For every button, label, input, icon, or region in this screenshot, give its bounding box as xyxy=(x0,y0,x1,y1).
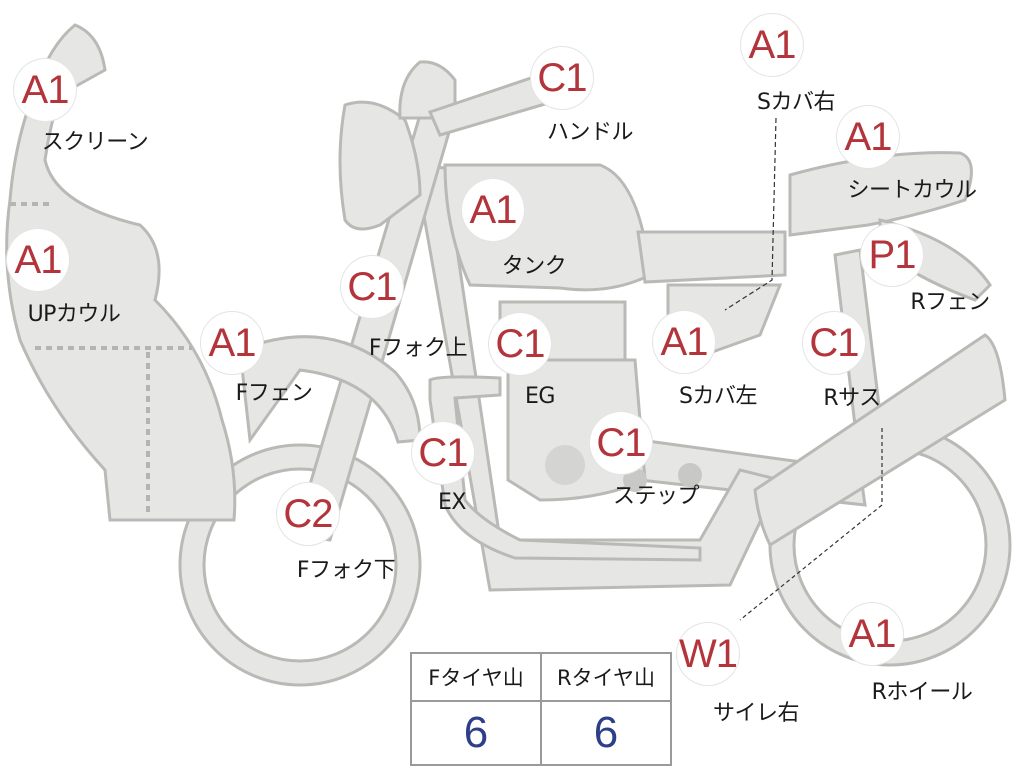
part-label: シートカウル xyxy=(847,178,977,203)
grade-badge: C1 xyxy=(590,412,652,474)
cowl-shape xyxy=(5,23,237,522)
part-label: Rサス xyxy=(823,386,881,411)
grade-badge: A1 xyxy=(14,59,76,121)
part-label: Fフェン xyxy=(235,381,313,406)
engine-cover xyxy=(545,445,585,485)
step-peg-left xyxy=(623,468,647,492)
silencer-shape xyxy=(753,333,1007,548)
step-peg-right xyxy=(678,463,702,487)
part-label: ステップ xyxy=(612,484,700,509)
leader-side-cover-r xyxy=(724,117,777,311)
front-wheel-inner-edge xyxy=(202,467,398,663)
headlight-shape xyxy=(338,100,422,231)
grade-badge: P1 xyxy=(861,224,923,286)
part-label: Sカバ右 xyxy=(757,90,835,115)
rear-tire-value: 6 xyxy=(540,700,672,766)
grade-badge: A1 xyxy=(837,106,899,168)
grade-badge: A1 xyxy=(201,312,263,374)
grade-badge: A1 xyxy=(7,229,69,291)
part-label: UPカウル xyxy=(27,302,121,327)
part-label: Fフォク上 xyxy=(368,336,468,361)
front-wheel-edge xyxy=(178,443,422,687)
grade-badge: C2 xyxy=(277,483,339,545)
grade-badge: C1 xyxy=(489,313,551,375)
grade-badge: A1 xyxy=(741,14,803,76)
part-label: Sカバ左 xyxy=(679,384,757,409)
grade-badge: C1 xyxy=(341,256,403,318)
grade-badge: C1 xyxy=(412,422,474,484)
part-label: Rホイール xyxy=(871,680,973,705)
part-label: Fフォク下 xyxy=(296,558,396,583)
rear-tire-label: Rタイヤ山 xyxy=(540,652,672,702)
grade-badge: C1 xyxy=(803,312,865,374)
front-wheel xyxy=(180,445,420,685)
grade-badge: A1 xyxy=(462,179,524,241)
frame-shape xyxy=(413,163,783,592)
part-label: Rフェン xyxy=(910,290,990,315)
grade-badge: A1 xyxy=(841,603,903,665)
grade-badge: W1 xyxy=(677,623,739,685)
part-label: ハンドル xyxy=(546,120,634,145)
cowl-dotted-line xyxy=(35,346,192,515)
part-label: EX xyxy=(438,490,466,515)
tire-tread-table: Fタイヤ山 Rタイヤ山 6 6 xyxy=(410,652,672,766)
front-tire-label: Fタイヤ山 xyxy=(410,652,542,702)
exhaust-pipe-shape xyxy=(428,375,702,562)
front-fender-shape xyxy=(238,335,422,445)
meter-shape xyxy=(398,60,457,120)
front-tire-value: 6 xyxy=(410,700,542,766)
grade-badge: C1 xyxy=(531,47,593,109)
part-label: スクリーン xyxy=(41,130,149,155)
grade-badge: A1 xyxy=(653,311,715,373)
seat-shape xyxy=(636,230,787,284)
part-label: EG xyxy=(525,384,555,409)
leader-silencer-r xyxy=(739,428,883,621)
part-label: サイレ右 xyxy=(712,701,800,726)
part-label: タンク xyxy=(501,254,567,279)
